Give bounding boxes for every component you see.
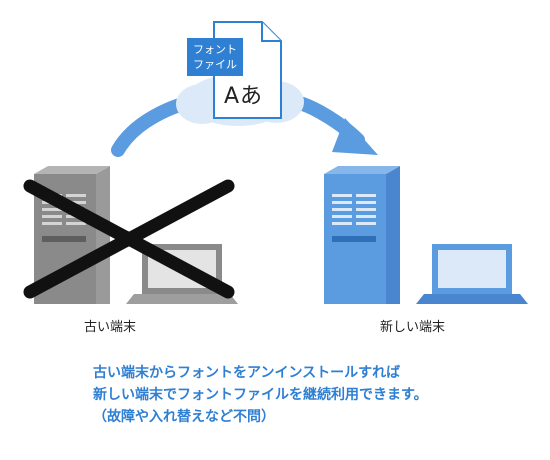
caption-line2: 新しい端末でフォントファイルを継続利用できます。 xyxy=(93,387,428,403)
font-file-tag: フォント ファイル xyxy=(187,38,243,76)
caption-line3: （故障や入れ替えなど不問） xyxy=(93,409,275,425)
old-laptop-icon xyxy=(126,244,238,304)
font-file-tag-line1: フォント xyxy=(193,43,237,56)
caption-line1: 古い端末からフォントをアンインストールすれば xyxy=(93,365,401,381)
new-tower-pc-icon xyxy=(324,166,400,304)
caption: 古い端末からフォントをアンインストールすれば 新しい端末でフォントファイルを継続… xyxy=(93,362,428,428)
new-device-label: 新しい端末 xyxy=(380,320,446,335)
cross-mark-icon xyxy=(23,179,235,299)
font-file-tag-line2: ファイル xyxy=(193,58,237,71)
new-laptop-icon xyxy=(416,244,528,304)
old-device-label: 古い端末 xyxy=(84,320,137,335)
glyph-sample: Aあ xyxy=(224,84,264,109)
